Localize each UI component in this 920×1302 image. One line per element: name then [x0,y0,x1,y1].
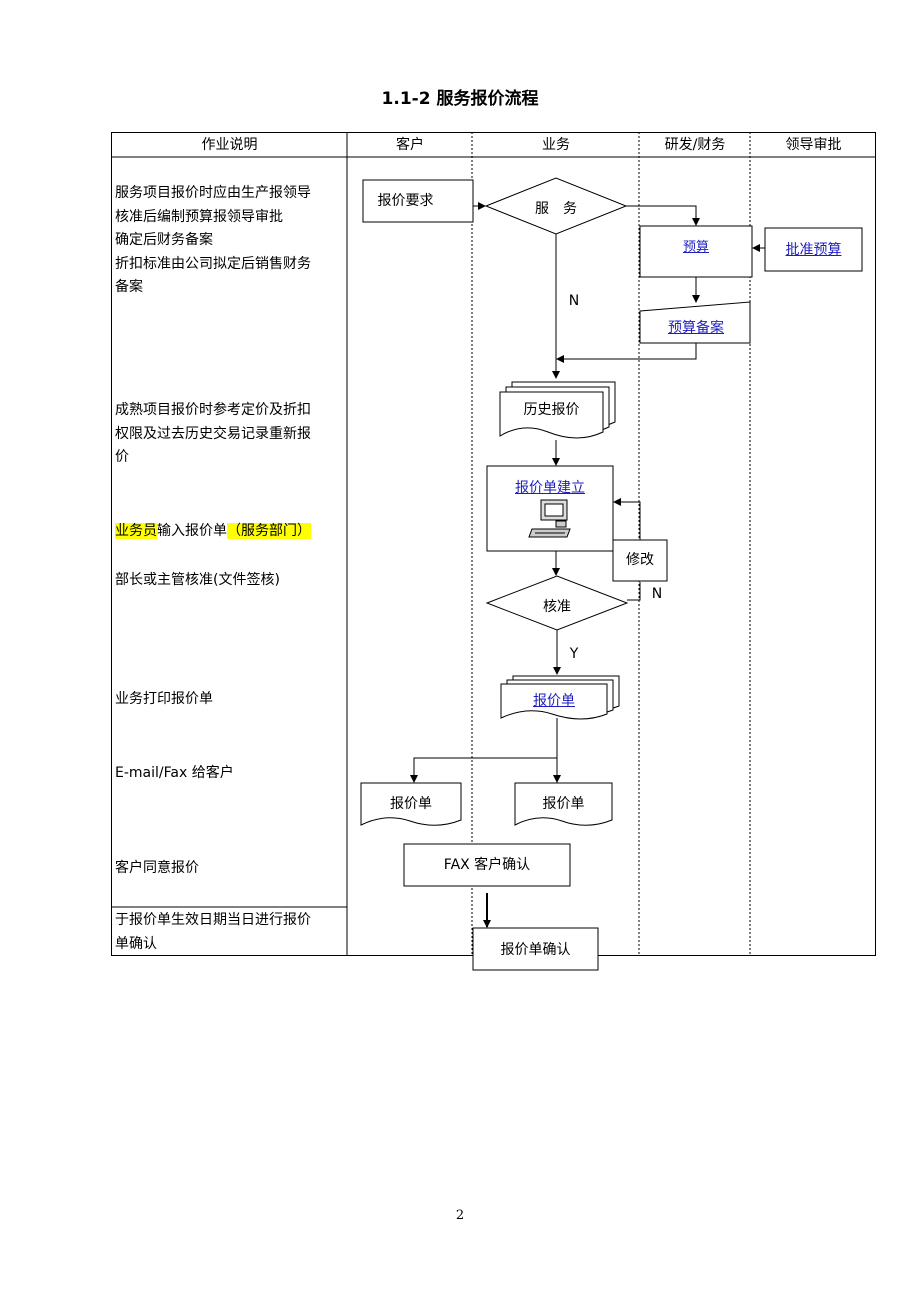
col-header-rd-finance: 研发/财务 [664,137,726,153]
col-header-description: 作业说明 [201,137,258,153]
page-number: 2 [455,1208,465,1223]
col-header-customer: 客户 [396,137,424,153]
desc-line: 确定后财务备案 [115,232,213,248]
desc-line: 单确认 [115,935,157,952]
quote-confirm-box [472,927,599,971]
budget-box [639,225,753,278]
node-quote-customer: 报价单 [390,796,432,812]
quote-business-shape [514,782,613,826]
node-budget-link[interactable]: 预算 [682,240,709,255]
edge-label-n: N [568,293,580,309]
node-history-quote: 历史报价 [523,402,580,418]
node-quote-business: 报价单 [542,796,585,812]
arrow [627,582,641,601]
quote-doc-shape [500,675,620,720]
node-quote-request: 报价要求 [377,193,434,209]
arrow [410,757,557,783]
node-modify: 修改 [626,552,654,568]
description-block-3: 业务员输入报价单（服务部门） [115,520,347,544]
description-block-7: 客户同意报价 [115,860,199,876]
desc-line: 备案 [115,279,143,295]
description-block-6: E-mail/Fax 给客户 [115,765,234,781]
node-quote-doc-link[interactable]: 报价单 [533,693,575,709]
description-block-1: 服务项目报价时应由生产报领导 核准后编制预算报领导审批 确定后财务备案 折扣标准… [115,182,347,300]
edge-label-y: Y [569,646,579,662]
arrow [556,343,697,363]
quote-request-box [362,179,474,223]
col-header-leader: 领导审批 [785,137,842,153]
node-approve-budget-link[interactable]: 批准预算 [785,242,842,258]
node-create-quote-link[interactable]: 报价单建立 [515,480,585,496]
modify-box [612,539,668,582]
node-approve: 核准 [543,599,571,615]
desc-line: 核准后编制预算报领导审批 [115,208,283,225]
desc-line: 折扣标准由公司拟定后销售财务 [115,255,311,272]
desc-line: 于报价单生效日期当日进行报价 [115,912,311,928]
arrow [626,205,700,226]
node-fax-confirm: FAX 客户确认 [443,857,531,873]
edge-label-n: N [651,586,663,602]
fax-confirm-box [403,843,571,887]
computer-icon [528,499,571,538]
history-quote-shape [499,381,616,439]
approve-diamond [485,575,629,631]
description-block-5: 业务打印报价单 [115,691,213,707]
approve-budget-box [764,227,863,272]
node-service: 服 务 [535,201,577,217]
desc-text: 输入报价单 [157,523,227,539]
desc-line: 价 [115,449,129,465]
arrow [613,498,641,540]
desc-highlight: 业务员 [115,523,157,539]
desc-highlight: （服务部门） [227,523,311,539]
description-block-4: 部长或主管核准(文件签核) [115,572,280,588]
desc-line: 成熟项目报价时参考定价及折扣 [115,402,311,418]
quote-customer-shape [360,782,462,826]
description-block-8: 于报价单生效日期当日进行报价 单确认 [115,909,347,956]
description-block-2: 成熟项目报价时参考定价及折扣 权限及过去历史交易记录重新报 价 [115,399,347,470]
node-budget-filing-link[interactable]: 预算备案 [668,320,724,336]
col-header-business: 业务 [542,137,570,153]
desc-line: 权限及过去历史交易记录重新报 [115,425,311,442]
desc-line: 服务项目报价时应由生产报领导 [115,185,311,201]
budget-filing-shape [639,301,751,344]
page-title: 1.1-2 服务报价流程 [381,89,539,109]
node-quote-confirm: 报价单确认 [500,942,571,958]
